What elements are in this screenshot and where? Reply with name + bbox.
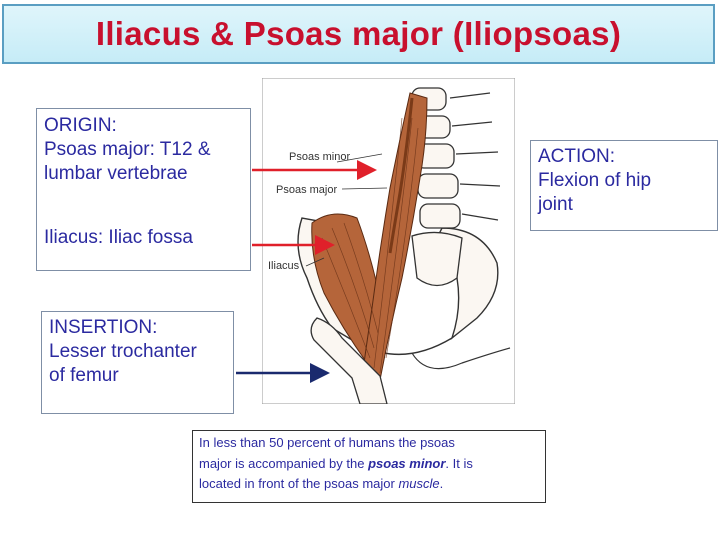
- note-text-4: . It is: [445, 455, 473, 471]
- femur: [310, 317, 388, 404]
- insertion-box: INSERTION: Lesser trochanter of femur: [41, 311, 234, 414]
- note-psoas-minor: psoas minor: [368, 455, 446, 471]
- note-muscle: muscle: [398, 476, 440, 491]
- action-line1: Flexion of hip: [538, 170, 652, 191]
- origin-iliacus: Iliacus: Iliac fossa: [44, 227, 193, 248]
- label-psoas-minor: Psoas minor: [289, 151, 350, 163]
- note-text-1: In less than 50 percent of humans the ps…: [199, 435, 455, 450]
- note-text-7: .: [439, 476, 444, 491]
- title-banner: Iliacus & Psoas major (Iliopsoas): [2, 4, 715, 64]
- action-line2: joint: [538, 194, 573, 215]
- label-psoas-major: Psoas major: [276, 184, 337, 196]
- insertion-line1: Lesser trochanter: [49, 341, 197, 362]
- action-box: ACTION: Flexion of hip joint: [530, 140, 718, 231]
- footnote-box: In less than 50 percent of humans the ps…: [192, 430, 546, 503]
- page-title: Iliacus & Psoas major (Iliopsoas): [95, 15, 622, 52]
- origin-psoas-line1: Psoas major: T12 &: [44, 139, 211, 160]
- label-iliacus: Iliacus: [268, 260, 300, 272]
- insertion-line2: of femur: [49, 365, 119, 386]
- anatomy-illustration: Psoas minor Psoas major Iliacus: [262, 78, 515, 404]
- note-text-5: located in front of the psoas major: [199, 476, 399, 491]
- insertion-heading: INSERTION:: [49, 317, 158, 338]
- origin-psoas-line2: lumbar vertebrae: [44, 163, 188, 184]
- origin-heading: ORIGIN:: [44, 115, 117, 136]
- origin-box: ORIGIN: Psoas major: T12 & lumbar verteb…: [36, 108, 251, 271]
- action-heading: ACTION:: [538, 146, 616, 167]
- psoas-minor-muscle: [388, 97, 414, 254]
- note-text-2: major is accompanied by the: [199, 455, 369, 471]
